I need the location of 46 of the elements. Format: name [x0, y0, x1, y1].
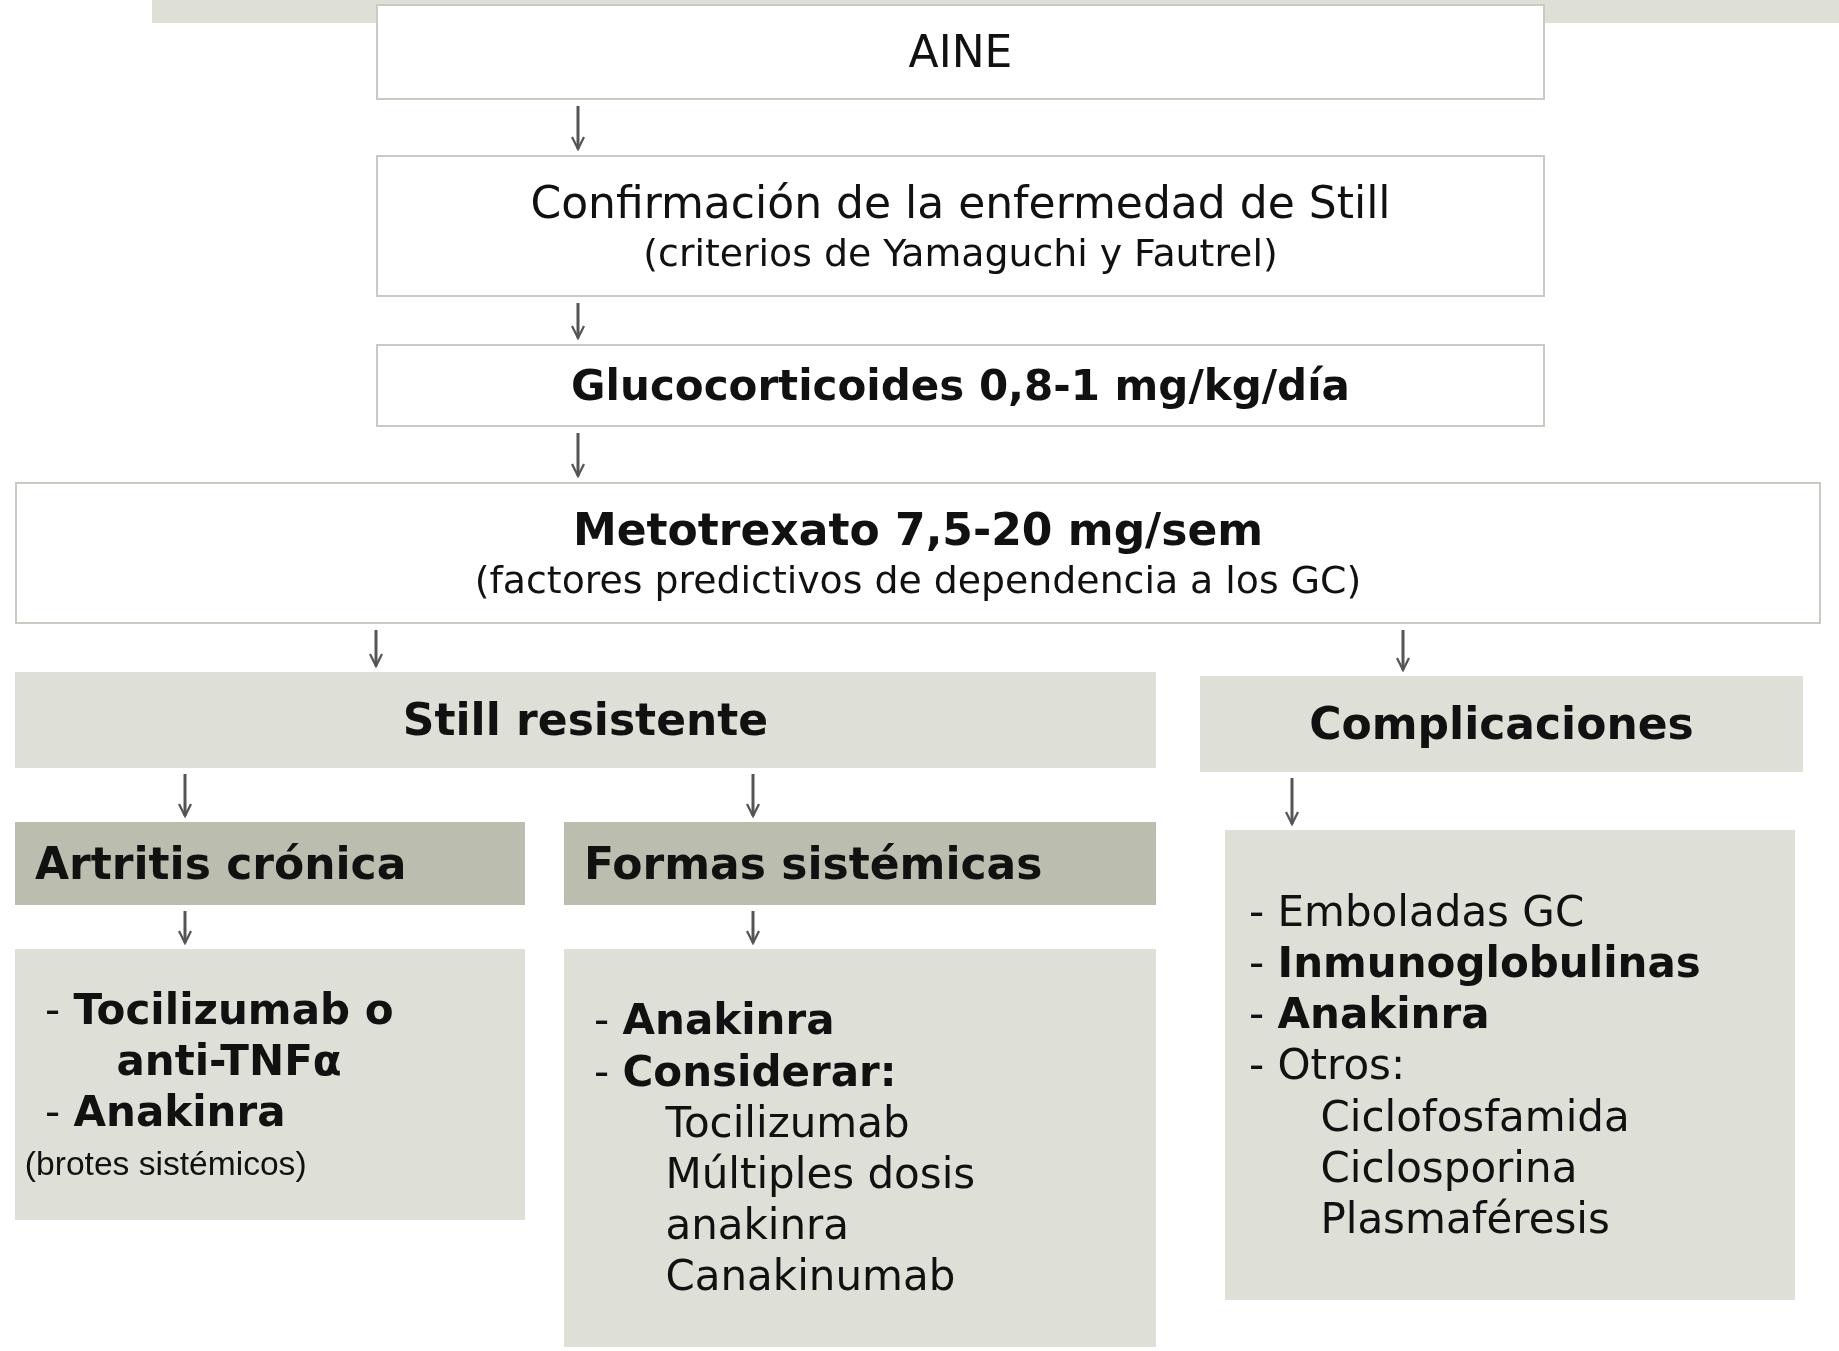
heading: Complicaciones [1309, 697, 1694, 751]
list-item: - Emboladas GC [1249, 885, 1586, 937]
list-item: - Tocilizumab o anti-TNFα [45, 983, 395, 1087]
box [15, 482, 1821, 624]
arrow [1395, 630, 1411, 672]
list-item: - Anakinra [1249, 988, 1491, 1040]
box [564, 822, 1156, 905]
arrow [368, 630, 384, 668]
list-item-text: Múltiples dosis anakinra [664, 1148, 977, 1251]
arrow [745, 774, 761, 818]
box [564, 949, 1156, 1347]
list-item: - Anakinra [45, 1086, 287, 1138]
heading: Metotrexato 7,5-20 mg/sem [572, 503, 1264, 557]
arrow [570, 433, 586, 478]
note: (brotes sistémicos) [24, 1144, 308, 1185]
heading: Artritis crónica [35, 836, 408, 891]
box [376, 4, 1545, 100]
heading: Glucocorticoides 0,8-1 mg/kg/día [571, 359, 1350, 412]
list-item-text: Tocilizumab [664, 1096, 911, 1148]
subtitle: (criterios de Yamaguchi y Fautrel) [643, 229, 1278, 276]
box [15, 822, 525, 905]
list-item-text: Canakinumab [664, 1250, 957, 1302]
box [1225, 830, 1795, 1300]
box [376, 344, 1545, 427]
list-item: - Inmunoglobulinas [1249, 936, 1702, 989]
arrow [570, 106, 586, 151]
arrow [177, 774, 193, 818]
label: Confirmación de la enfermedad de Still [530, 176, 1391, 230]
heading: Formas sistémicas [584, 836, 1044, 891]
box [15, 949, 525, 1220]
arrow [745, 911, 761, 945]
list-item-text: Plasmaféresis [1319, 1193, 1611, 1245]
heading: Still resistente [402, 693, 769, 747]
box [15, 672, 1156, 768]
list-item: - Anakinra [594, 994, 836, 1046]
subtitle: (factores predictivos de dependencia a los GC) [474, 556, 1362, 603]
arrow [1284, 778, 1300, 826]
box [376, 155, 1545, 297]
list-item: - Considerar: [594, 1045, 898, 1097]
box [1200, 676, 1803, 772]
list-item-text: Ciclosporina [1319, 1141, 1579, 1194]
arrow [570, 303, 586, 340]
list-item: - Otros: [1249, 1039, 1407, 1091]
label: AINE [908, 25, 1013, 79]
list-item-text: Ciclofosfamida [1319, 1090, 1631, 1142]
arrow [177, 911, 193, 945]
